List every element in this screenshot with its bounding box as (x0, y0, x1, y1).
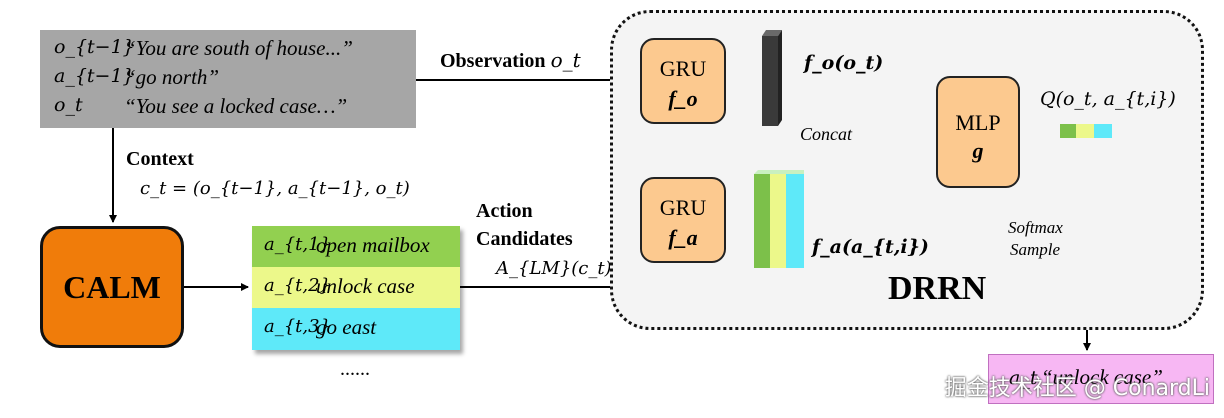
candidate-item: a_{t,3} go east (252, 308, 460, 350)
selected-action-text: “unlock case” (1041, 365, 1163, 389)
fo-label: f_o(o_t) (804, 52, 884, 74)
watermark: 掘金技术社区 @ ConardLi (944, 376, 1210, 401)
drrn-title: DRRN (888, 270, 987, 307)
gru-a-box: GRU f_a (640, 177, 726, 263)
q-label: Q(o_t, a_{t,i}) (1040, 88, 1176, 110)
observation-text: Observation (440, 50, 546, 72)
gru-o-box: GRU f_o (640, 38, 726, 124)
calm-model-box: CALM (40, 226, 184, 348)
calm-label: CALM (63, 268, 161, 305)
action-candidates-title-1: Action (476, 200, 533, 222)
more-candidates-ellipsis: ...... (340, 358, 370, 380)
context-row-symbol: a_{t−1} (54, 65, 135, 87)
context-row-symbol: o_{t−1} (54, 36, 135, 58)
mlp-sub: g (972, 138, 984, 163)
action-feature-stack (754, 170, 804, 268)
candidate-text: go east (316, 315, 377, 339)
context-formula: c_t = (o_{t−1}, a_{t−1}, o_t) (140, 178, 410, 199)
gru-a-name: GRU (659, 195, 707, 220)
drrn-container (610, 10, 1204, 330)
observation-feature-bar (762, 30, 782, 126)
q-score-vector (1060, 124, 1112, 138)
observation-label: Observation o_t (440, 48, 581, 73)
context-row-text: “You are south of house...” (124, 36, 353, 60)
context-row-text: “go north” (124, 65, 220, 89)
context-box: o_{t−1} “You are south of house...” a_{t… (40, 30, 416, 128)
selected-action-box: a_t “unlock case” (988, 354, 1214, 404)
candidate-symbol: a_{t,3} (264, 316, 332, 337)
fa-label: f_a(a_{t,i}) (812, 236, 929, 258)
gru-o-name: GRU (659, 56, 707, 81)
candidate-symbol: a_{t,1} (264, 234, 332, 255)
sample-label: Sample (1010, 240, 1061, 259)
mlp-box: MLP g (936, 76, 1020, 188)
gru-a-sub: f_a (668, 225, 698, 250)
concat-label: Concat (800, 124, 852, 144)
context-row-text: “You see a locked case…” (124, 94, 348, 118)
selected-action-symbol: a_t (1009, 367, 1038, 389)
candidate-text: unlock case (316, 274, 415, 298)
gru-o-sub: f_o (668, 86, 698, 111)
candidate-symbol: a_{t,2} (264, 275, 332, 296)
softmax-label: Softmax (1008, 218, 1063, 237)
candidate-item: a_{t,2} unlock case (252, 267, 460, 308)
action-candidates-formula: A_{LM}(c_t) (496, 258, 612, 279)
candidate-item: a_{t,1} open mailbox (252, 226, 460, 267)
context-title: Context (126, 148, 194, 170)
observation-symbol: o_t (550, 48, 581, 72)
action-candidates-list: a_{t,1} open mailbox a_{t,2} unlock case… (252, 226, 460, 350)
context-row-symbol: o_t (54, 94, 83, 116)
action-candidates-title-2: Candidates (476, 228, 573, 250)
mlp-name: MLP (955, 110, 1001, 135)
candidate-text: open mailbox (316, 233, 430, 257)
